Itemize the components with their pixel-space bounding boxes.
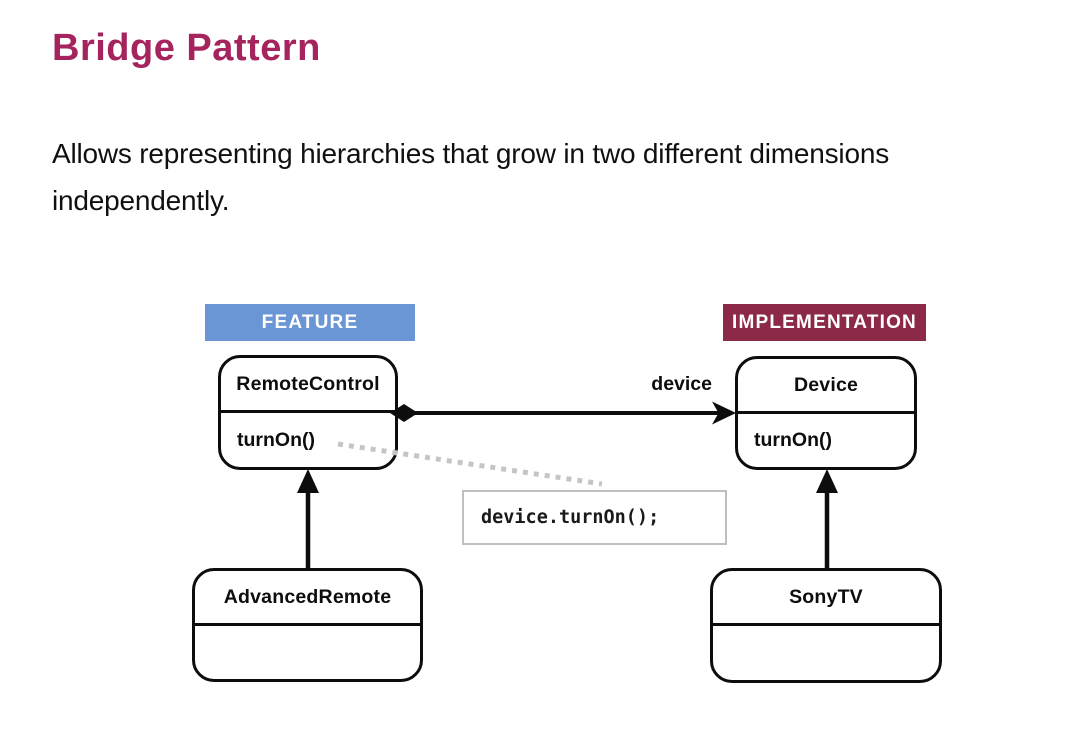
page-description: Allows representing hierarchies that gro…: [52, 138, 890, 216]
class-method-remotecontrol: turnOn(): [237, 428, 315, 451]
class-box-sonytv: SonyTV: [710, 568, 942, 683]
class-method-sonytv: [713, 626, 939, 680]
page-title: Bridge Pattern: [52, 27, 321, 69]
arrowhead-up-right-icon: [816, 469, 838, 493]
class-box-advancedremote: AdvancedRemote: [192, 568, 423, 682]
inheritance-arrow-advancedremote: [297, 469, 319, 568]
arrowhead-up-left-icon: [297, 469, 319, 493]
association-label-device: device: [651, 373, 712, 395]
inheritance-arrow-sonytv: [816, 469, 838, 568]
class-method-device: turnOn(): [754, 429, 832, 451]
feature-label: FEATURE: [205, 304, 415, 341]
aggregation-arrow-device: [390, 401, 736, 425]
class-title-device: Device: [738, 359, 914, 414]
arrowhead-right-icon: [712, 401, 736, 425]
implementation-label: IMPLEMENTATION: [723, 304, 926, 341]
class-method-advancedremote: [195, 626, 420, 679]
class-box-device: Device turnOn(): [735, 356, 917, 470]
class-title-advancedremote: AdvancedRemote: [195, 571, 420, 626]
class-box-remotecontrol: RemoteControl turnOn(): [218, 355, 398, 470]
class-title-remotecontrol: RemoteControl: [221, 358, 395, 413]
class-title-sonytv: SonyTV: [713, 571, 939, 626]
code-annotation-box: device.turnOn();: [462, 490, 727, 545]
